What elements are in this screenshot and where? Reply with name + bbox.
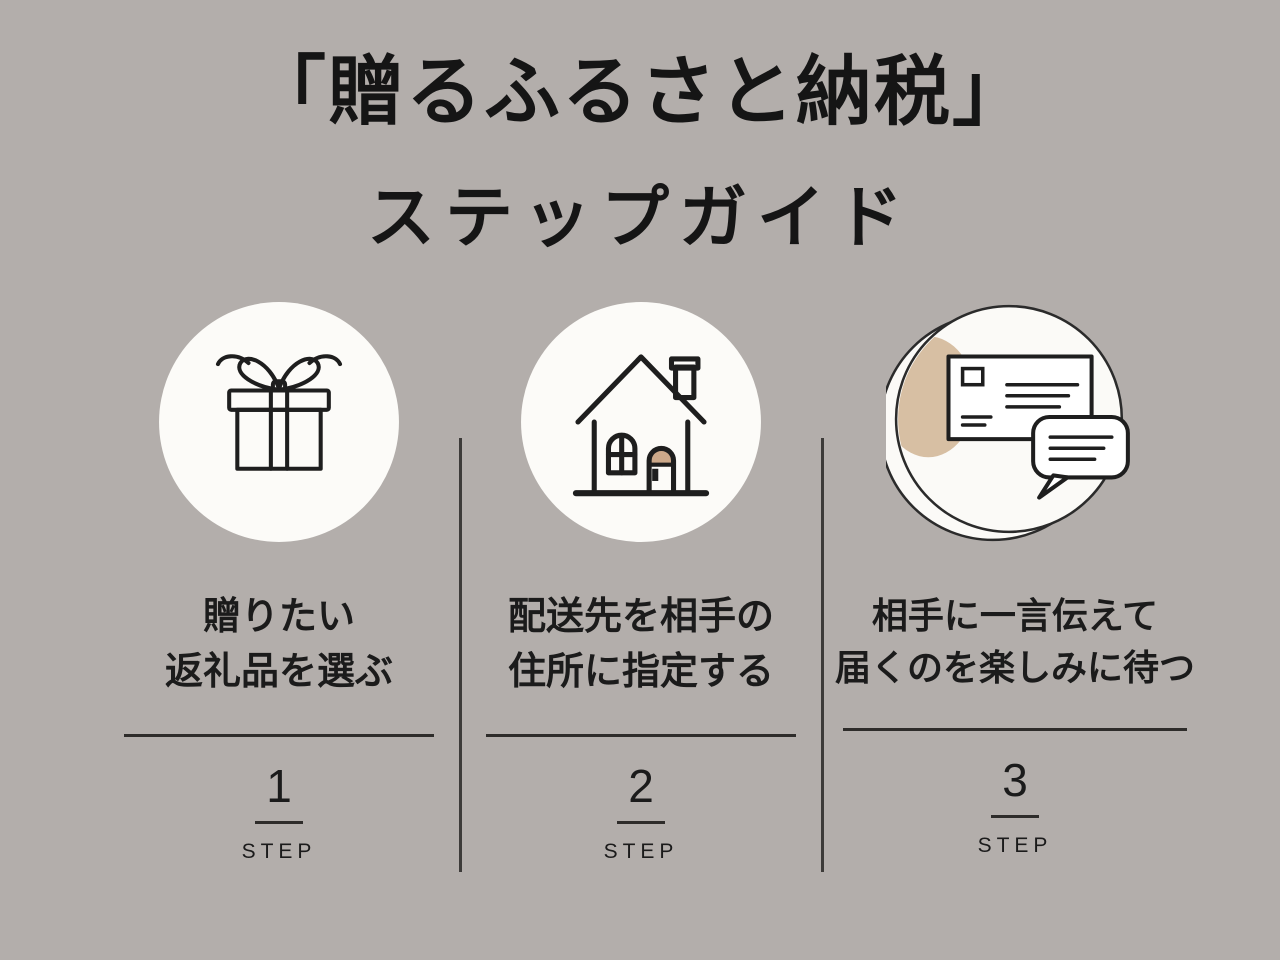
gift-icon-svg xyxy=(159,302,399,542)
column-divider-right xyxy=(821,438,824,872)
letter-and-speech-bubble-icon xyxy=(886,300,1144,552)
step-description-line2: 返礼品を選ぶ xyxy=(164,651,393,694)
step-description-line2: 住所に指定する xyxy=(507,651,774,694)
step-column-1: 贈りたい 返礼品を選ぶ 1 STEP xyxy=(118,300,440,864)
step-label: STEP xyxy=(603,840,679,864)
step-description-line1: 配送先を相手の xyxy=(507,596,774,638)
step-column-2: 配送先を相手の 住所に指定する 2 STEP xyxy=(480,300,802,864)
step-description: 贈りたい 返礼品を選ぶ xyxy=(165,590,393,700)
letter-icon-svg xyxy=(886,304,1130,542)
title-line-2: ステップガイド xyxy=(366,179,913,256)
step-column-3: 相手に一言伝えて 届くのを楽しみに待つ 3 STEP xyxy=(835,300,1195,858)
step-rule xyxy=(486,734,796,738)
step-number: 1 xyxy=(266,760,292,813)
step-number: 2 xyxy=(628,760,654,813)
step-description: 配送先を相手の 住所に指定する xyxy=(508,590,774,700)
step-label: STEP xyxy=(241,840,317,864)
title-line-1: 「贈るふるさと納税」 xyxy=(250,51,1030,135)
page-title: 「贈るふるさと納税」 ステップガイド xyxy=(0,0,1280,261)
step-description-line1: 贈りたい xyxy=(202,596,355,638)
step-description-line1: 相手に一言伝えて xyxy=(871,596,1159,636)
house-icon-svg xyxy=(521,302,761,542)
step-label: STEP xyxy=(977,834,1053,858)
column-divider-left xyxy=(459,438,462,872)
step-description-line2: 届くのを楽しみに待つ xyxy=(835,648,1196,689)
step-number-underline xyxy=(991,815,1039,819)
step-number-underline xyxy=(255,821,303,825)
step-rule xyxy=(843,728,1187,732)
step-rule xyxy=(124,734,434,738)
house-icon xyxy=(519,300,763,552)
step-number: 3 xyxy=(1002,754,1028,807)
step-description: 相手に一言伝えて 届くのを楽しみに待つ xyxy=(835,590,1195,694)
gift-icon xyxy=(157,300,401,552)
step-number-underline xyxy=(617,821,665,825)
